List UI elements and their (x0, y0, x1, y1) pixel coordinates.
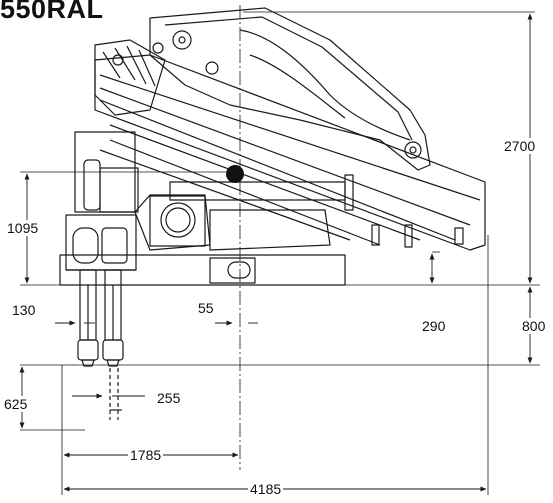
dim-center-offset-label: 55 (196, 300, 216, 316)
center-of-gravity-marker (226, 165, 244, 183)
stabilizer-legs (77, 269, 124, 420)
dim-leg-offset-label: 130 (10, 302, 38, 318)
dim-base-depth-label: 800 (520, 318, 548, 334)
dim-total-width-label: 4185 (248, 481, 284, 497)
model-title: 550RAL (0, 0, 104, 24)
dim-column-height-label: 1095 (5, 220, 41, 236)
crane-body (59, 7, 486, 286)
dim-leg-spacing-label: 255 (155, 390, 183, 406)
dim-total-height-label: 2700 (502, 138, 538, 154)
dim-leg-extension-label: 625 (2, 396, 30, 412)
dim-half-width-label: 1785 (128, 447, 164, 463)
dim-boom-clearance-label: 290 (420, 318, 448, 334)
